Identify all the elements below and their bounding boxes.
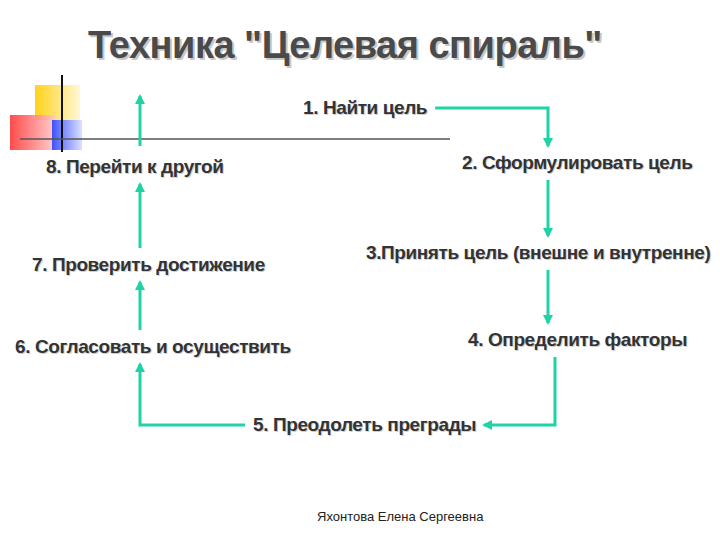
step-node: 1. Найти цель [299,95,431,121]
flow-arrow [435,108,548,146]
step-text: 3.Принять цель (внешне и внутренне) [366,242,710,264]
step-text: 5. Преодолеть преграды [253,414,476,436]
flow-arrow [547,180,550,236]
flow-arrow [139,282,142,330]
horizontal-rule [20,138,450,140]
flow-arrow [139,184,142,248]
step-text: 8. Перейти к другой [46,156,224,178]
step-node: 4. Определить факторы [464,327,691,353]
flow-arrow [484,357,555,425]
step-node: 6. Согласовать и осуществить [11,334,295,360]
vertical-rule [61,75,63,152]
step-node: 8. Перейти к другой [42,154,228,180]
step-text: 1. Найти цель [303,97,427,119]
blue-square [52,120,82,150]
return-arrow [139,96,142,146]
step-node: 5. Преодолеть преграды [249,412,480,438]
flow-arrow [547,270,550,323]
author-footer: Яхонтова Елена Сергеевна [317,509,483,524]
step-node: 7. Проверить достижение [28,252,269,278]
step-text: 6. Согласовать и осуществить [15,336,291,358]
step-text: 4. Определить факторы [468,329,687,351]
flow-arrow [140,364,245,425]
yellow-square [35,85,80,120]
red-square [10,115,55,150]
step-text: 7. Проверить достижение [32,254,265,276]
diagram-title: Техника "Целевая спираль" [88,24,602,67]
step-text: 2. Сформулировать цель [462,152,692,174]
step-node: 3.Принять цель (внешне и внутренне) [362,240,714,266]
step-node: 2. Сформулировать цель [458,150,696,176]
